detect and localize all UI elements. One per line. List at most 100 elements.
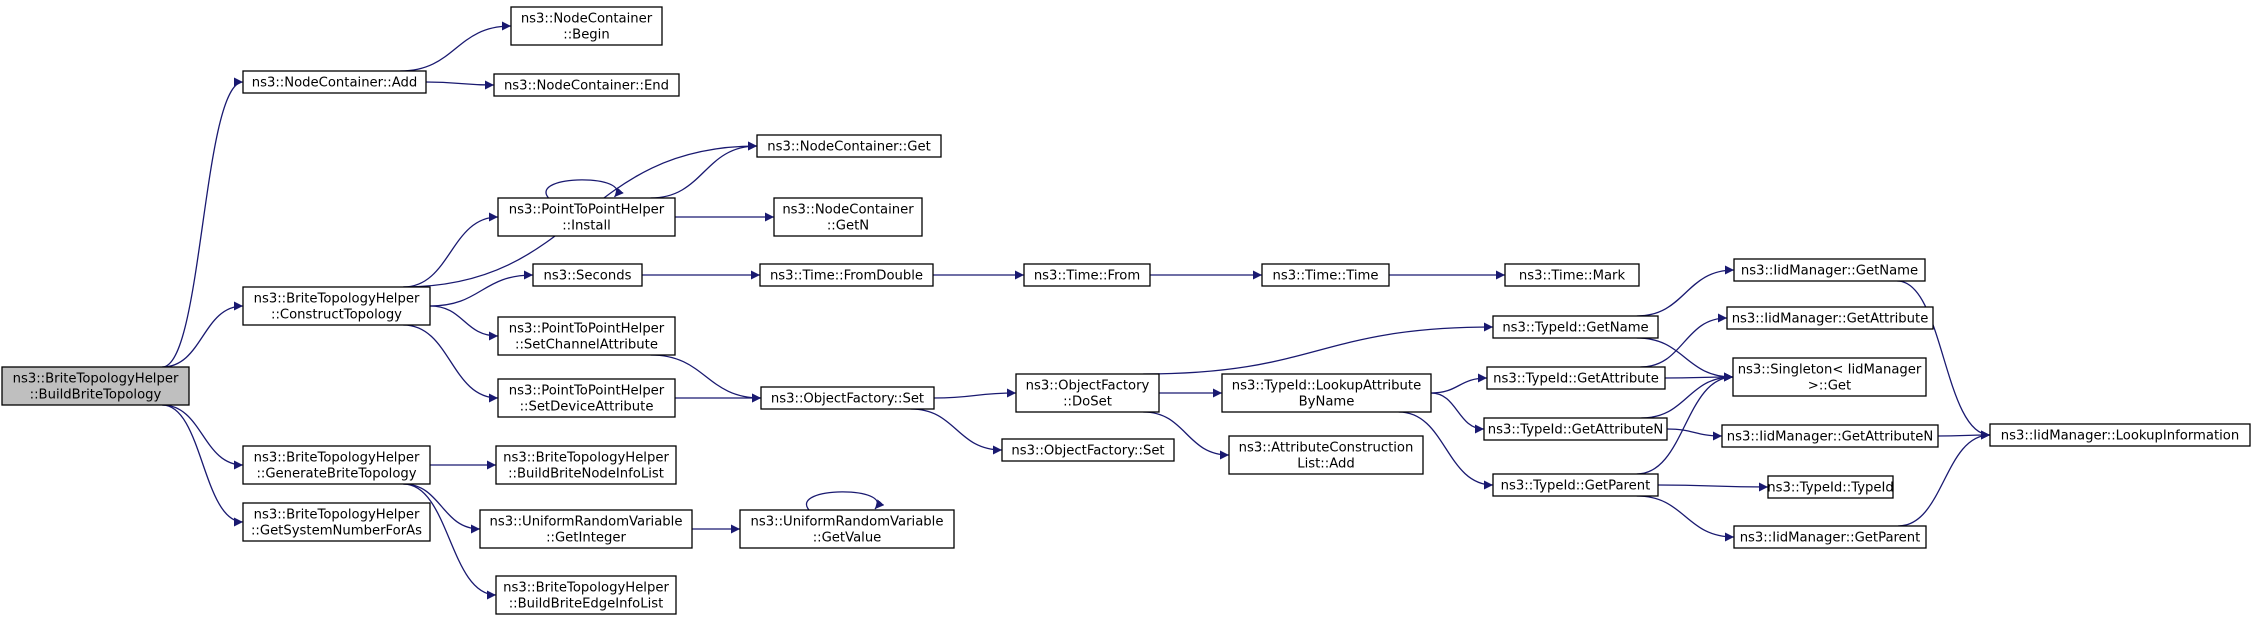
- edge-line: [1636, 372, 1734, 475]
- node-label-line: ::GenerateBriteTopology: [256, 467, 416, 482]
- edge-line: [1143, 322, 1494, 375]
- edge-tid-getattrn-to-iid-getattrn: [1666, 428, 1723, 441]
- node-box: [1504, 263, 1640, 287]
- node-time-mark[interactable]: ns3::Time::Mark: [1504, 263, 1640, 287]
- node-label-line: ns3::TypeId::GetName: [1502, 321, 1648, 336]
- edge-p2p-install-to-p2p-install: [545, 179, 624, 199]
- edge-root-to-nc-add: [162, 77, 244, 368]
- edge-line: [805, 491, 885, 511]
- node-box: [242, 286, 431, 326]
- edge-line: [403, 324, 499, 403]
- node-label-line: ::GetSystemNumberForAs: [251, 524, 422, 539]
- edge-nc-add-to-nc-begin: [400, 21, 512, 72]
- edge-construct-to-setchannel: [429, 305, 499, 341]
- node-time-time[interactable]: ns3::Time::Time: [1261, 263, 1390, 287]
- edge-line: [1636, 337, 1734, 382]
- node-label-line: ::BuildBriteTopology: [30, 388, 162, 403]
- node-box: [739, 509, 955, 549]
- edge-line: [425, 80, 495, 90]
- edge-lookupattr-to-tid-getattr: [1430, 373, 1488, 394]
- node-box: [1989, 423, 2251, 447]
- node-label-line: ns3::TypeId::TypeId: [1767, 481, 1894, 496]
- node-of-set2[interactable]: ns3::ObjectFactory::Set: [1001, 438, 1175, 462]
- edge-line: [910, 408, 1003, 455]
- edge-getvalue-to-getvalue: [805, 491, 885, 511]
- node-setdevice[interactable]: ns3::PointToPointHelper::SetDeviceAttrib…: [497, 378, 676, 418]
- edge-lookupattr-to-tid-getattrn: [1430, 392, 1485, 434]
- edge-line: [403, 483, 497, 600]
- node-tid-getattr[interactable]: ns3::TypeId::GetAttribute: [1486, 366, 1666, 390]
- node-tid-getparent[interactable]: ns3::TypeId::GetParent: [1492, 473, 1659, 497]
- node-label-line: ns3::TypeId::GetParent: [1501, 479, 1651, 494]
- node-construct[interactable]: ns3::BriteTopologyHelper::ConstructTopol…: [242, 286, 431, 326]
- node-label-line: ns3::ObjectFactory::Set: [1011, 444, 1164, 459]
- node-genbrite[interactable]: ns3::BriteTopologyHelper::GenerateBriteT…: [242, 445, 431, 485]
- node-seconds[interactable]: ns3::Seconds: [532, 263, 643, 287]
- node-nc-end[interactable]: ns3::NodeContainer::End: [493, 73, 680, 97]
- node-box: [497, 378, 676, 418]
- node-nc-add[interactable]: ns3::NodeContainer::Add: [242, 70, 427, 94]
- node-getvalue[interactable]: ns3::UniformRandomVariable::GetValue: [739, 509, 955, 549]
- edge-of-set-to-of-doset: [933, 388, 1017, 399]
- edge-line: [1636, 495, 1735, 542]
- edge-root-to-sysnum: [162, 404, 244, 527]
- edge-construct-to-p2p-install: [403, 212, 499, 288]
- node-label-line: ns3::NodeContainer::Add: [252, 76, 418, 91]
- node-box: [1732, 357, 1927, 397]
- edge-line: [1657, 482, 1769, 492]
- edge-tid-getattrn-to-singleton: [1641, 372, 1734, 419]
- node-getint[interactable]: ns3::UniformRandomVariable::GetInteger: [479, 509, 693, 549]
- node-box: [1733, 525, 1927, 549]
- edge-setchannel-to-of-set: [650, 354, 762, 403]
- node-nodeinfo[interactable]: ns3::BriteTopologyHelper::BuildBriteNode…: [495, 445, 677, 485]
- node-of-doset[interactable]: ns3::ObjectFactory::DoSet: [1015, 373, 1160, 413]
- node-label-line: ns3::UniformRandomVariable: [490, 515, 683, 530]
- node-box: [532, 263, 643, 287]
- node-label-line: ns3::BriteTopologyHelper: [503, 451, 669, 466]
- node-label-line: ns3::IidManager::GetAttributeN: [1727, 430, 1934, 445]
- node-nc-get[interactable]: ns3::NodeContainer::Get: [756, 134, 942, 158]
- node-box: [1726, 306, 1934, 330]
- node-label-line: ::SetDeviceAttribute: [520, 400, 654, 415]
- node-iid-lookup[interactable]: ns3::IidManager::LookupInformation: [1989, 423, 2251, 447]
- node-of-set[interactable]: ns3::ObjectFactory::Set: [760, 386, 935, 410]
- edge-line: [403, 483, 481, 534]
- edge-line: [1636, 265, 1735, 317]
- node-label-line: ns3::Time::FromDouble: [770, 269, 923, 284]
- node-label-line: ns3::PointToPointHelper: [509, 384, 665, 399]
- node-iid-getparent[interactable]: ns3::IidManager::GetParent: [1733, 525, 1927, 549]
- node-box: [773, 197, 923, 237]
- edge-line: [1430, 392, 1485, 434]
- node-iid-getattr[interactable]: ns3::IidManager::GetAttribute: [1726, 306, 1934, 330]
- node-tid-getname[interactable]: ns3::TypeId::GetName: [1492, 315, 1659, 339]
- node-setchannel[interactable]: ns3::PointToPointHelper::SetChannelAttri…: [497, 316, 676, 356]
- node-edgeinfo[interactable]: ns3::BriteTopologyHelper::BuildBriteEdge…: [495, 575, 677, 615]
- edge-of-set-to-of-set2: [910, 408, 1003, 455]
- node-box: [479, 509, 693, 549]
- edge-iid-getname-to-iid-lookup: [1897, 280, 1991, 440]
- edge-iid-getparent-to-iid-lookup: [1897, 430, 1991, 527]
- node-box: [242, 70, 427, 94]
- node-singleton[interactable]: ns3::Singleton< IidManager >::Get: [1732, 357, 1927, 397]
- edge-of-doset-to-tid-getname: [1143, 322, 1494, 375]
- node-nc-getn[interactable]: ns3::NodeContainer::GetN: [773, 197, 923, 237]
- node-p2p-install[interactable]: ns3::PointToPointHelper::Install: [497, 197, 676, 237]
- edge-line: [429, 270, 534, 307]
- node-sysnum[interactable]: ns3::BriteTopologyHelper::GetSystemNumbe…: [242, 502, 431, 542]
- node-iid-getname[interactable]: ns3::IidManager::GetName: [1733, 258, 1926, 282]
- node-label-line: ns3::ObjectFactory::Set: [771, 392, 924, 407]
- node-label-line: ns3::IidManager::LookupInformation: [2001, 429, 2239, 444]
- node-time-from[interactable]: ns3::Time::From: [1023, 263, 1151, 287]
- edge-line: [933, 388, 1017, 399]
- node-tid-typeid[interactable]: ns3::TypeId::TypeId: [1767, 475, 1894, 499]
- node-iid-getattrn[interactable]: ns3::IidManager::GetAttributeN: [1721, 424, 1939, 448]
- node-nc-begin[interactable]: ns3::NodeContainer::Begin: [510, 6, 663, 46]
- node-box: [1, 366, 190, 406]
- node-label-line: ns3::BriteTopologyHelper: [254, 508, 420, 523]
- edge-tid-getname-to-iid-getname: [1636, 265, 1735, 317]
- node-fromdouble[interactable]: ns3::Time::FromDouble: [759, 263, 934, 287]
- node-tid-getattrn[interactable]: ns3::TypeId::GetAttributeN: [1483, 417, 1668, 441]
- node-label-line: ns3::IidManager::GetParent: [1740, 531, 1921, 546]
